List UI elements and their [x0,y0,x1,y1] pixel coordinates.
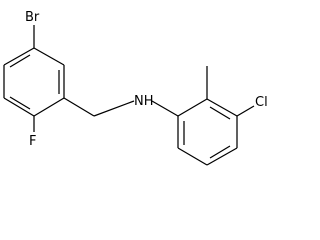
double-bond-inner [9,54,31,68]
bond-c-cl [236,105,255,117]
chlorine-atom-label: Cl [255,95,268,110]
bromine-atom-label: Br [25,10,40,25]
bromofluorophenyl-ring [3,47,65,117]
bond-n-ring [151,100,179,117]
double-bond-inner [209,145,231,159]
bond [3,97,35,117]
amine-atom-label: NH [134,94,154,109]
bond [177,147,208,166]
double-bond-inner [9,96,31,110]
chemical-structure-diagram: Br F NH Cl [3,10,268,166]
bond [33,47,65,66]
bond [3,47,35,66]
fluorine-atom-label: F [29,134,36,149]
double-bond-inner [209,106,231,120]
bond [206,98,238,117]
bond [33,97,65,117]
bond-ring-ch2 [63,97,95,117]
bond [177,98,208,117]
bond-ch2-n [93,100,135,117]
chloromethylphenyl-ring [177,98,238,166]
bond [206,147,238,166]
